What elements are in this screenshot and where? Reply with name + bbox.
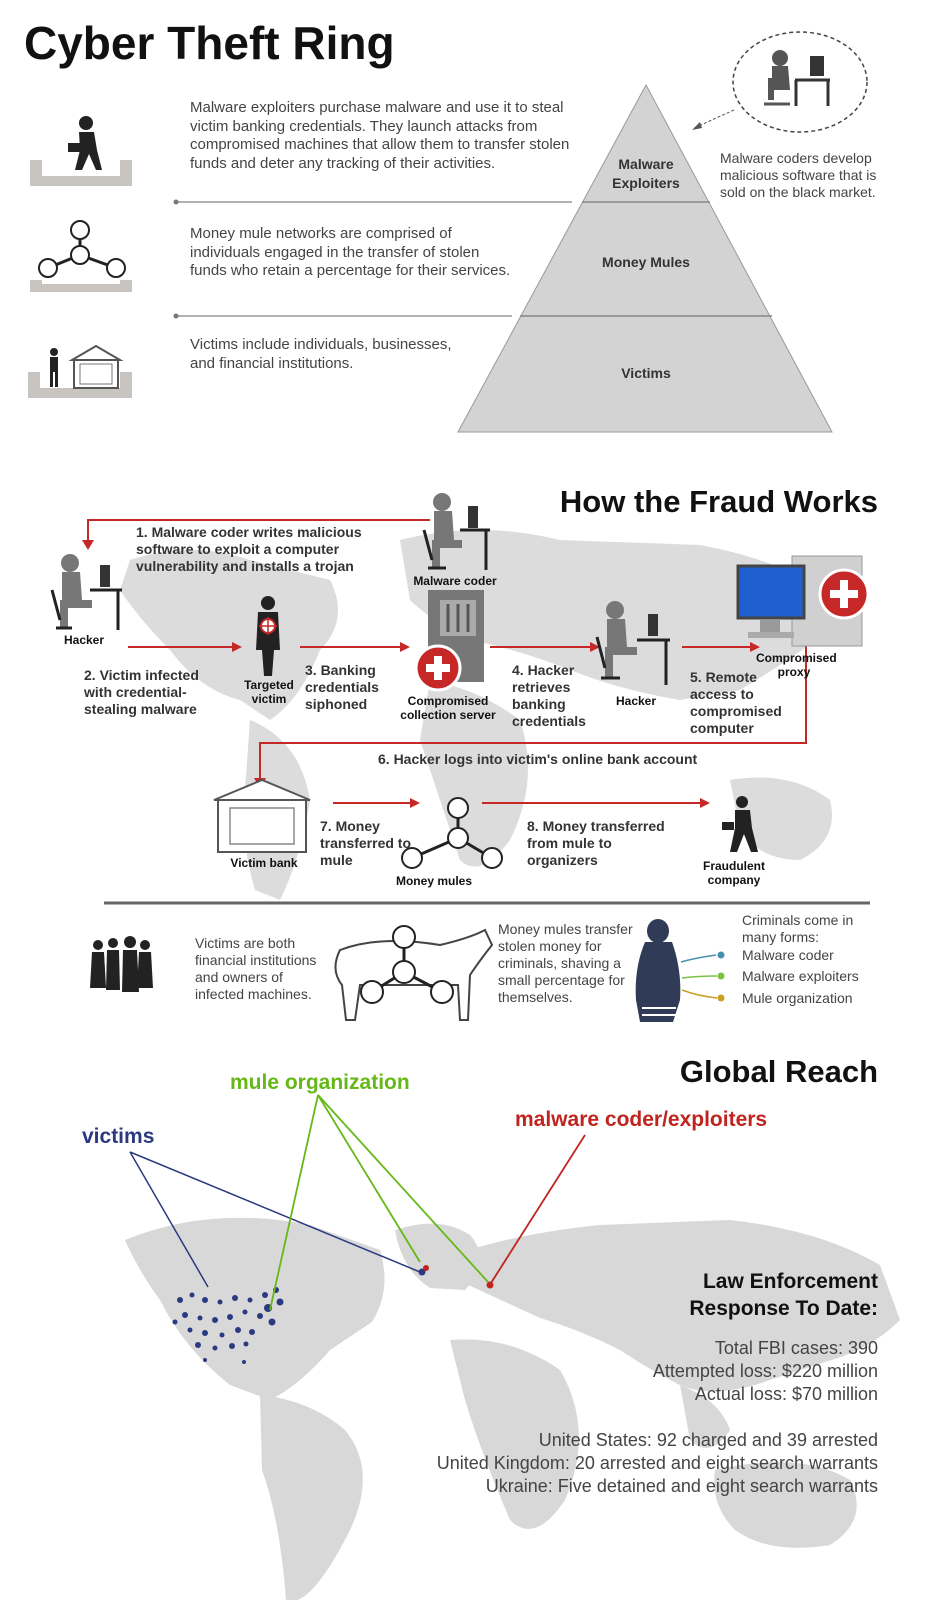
global-section-title: Global Reach	[679, 1054, 878, 1089]
hacker2-icon	[595, 601, 670, 685]
fraud-arrowheads	[82, 540, 760, 808]
step-4-label: 4. Hacker retrieves banking credentials	[512, 662, 586, 729]
step-5-label: 5. Remote access to compromised computer	[690, 669, 782, 736]
malware-coder-caption: Malware coder	[413, 574, 497, 588]
step-7-label: 7. Money transferred to mule	[320, 818, 412, 868]
fraudulent-company-icon	[722, 796, 758, 852]
step-3-label: 3. Banking credentials siphoned	[305, 662, 379, 712]
mules-description: Money mule networks are comprised of ind…	[190, 225, 511, 279]
victim-dots	[172, 1287, 284, 1364]
malware-map-label: malware coder/exploiters	[515, 1108, 768, 1131]
step-8-label: 8. Money transferred from mule to organi…	[527, 818, 665, 868]
page-title: Cyber Theft Ring	[24, 17, 395, 69]
victims-map-label: victims	[82, 1125, 155, 1148]
criminals-intro: Criminals come in many forms:	[742, 912, 854, 945]
criminal-type-malware-exploiters: Malware exploiters	[742, 968, 859, 984]
exploiter-platform-icon	[30, 116, 132, 186]
hacker-icon	[50, 554, 122, 630]
step-2-label: 2. Victim infected with credential-steal…	[84, 667, 199, 717]
victims-description: Victims include individuals, businesses,…	[190, 336, 452, 372]
compromised-proxy-icon	[736, 555, 870, 647]
coder-at-desk-icon	[764, 50, 830, 106]
victims-bank-icon	[28, 344, 132, 398]
collection-server-caption: Compromised collection server	[400, 694, 496, 722]
mule-org-label: mule organization	[230, 1071, 410, 1094]
fraud-section-title: How the Fraud Works	[559, 484, 878, 519]
collection-server-icon	[414, 590, 484, 692]
criminal-figure-icon	[635, 919, 681, 1022]
pyramid-top-label: Malware Exploiters	[612, 156, 680, 191]
money-mules-caption: Money mules	[395, 874, 473, 888]
victim-bank-caption: Victim bank	[230, 856, 298, 870]
step-6-label: 6. Hacker logs into victim's online bank…	[378, 751, 698, 767]
hacker2-caption: Hacker	[615, 694, 657, 708]
law-enforcement-title: Law Enforcement Response To Date:	[689, 1270, 878, 1320]
hacker-caption: Hacker	[63, 633, 105, 647]
donkey-mule-icon	[334, 925, 494, 1021]
targeted-victim-icon	[256, 596, 280, 676]
stat-actual-loss: Actual loss: $70 million	[694, 1384, 878, 1404]
pyramid-middle-label: Money Mules	[602, 254, 690, 270]
world-map-global	[125, 1217, 900, 1600]
arrests-uk: United Kingdom: 20 arrested and eight se…	[436, 1453, 878, 1473]
criminal-type-mule-organization: Mule organization	[742, 990, 853, 1006]
step-1-label: 1. Malware coder writes malicious softwa…	[136, 524, 362, 574]
fraud-arrows	[87, 519, 807, 804]
exploiters-description: Malware exploiters purchase malware and …	[190, 99, 570, 172]
money-mules-icon	[401, 797, 503, 869]
mule-network-icon	[30, 220, 132, 292]
business-people-icon	[90, 936, 153, 992]
mules-forms-text: Money mules transfer stolen money for cr…	[498, 921, 633, 1005]
criminal-connectors	[680, 951, 725, 1002]
malware-coder-icon	[422, 493, 490, 570]
stat-attempted-loss: Attempted loss: $220 million	[652, 1361, 878, 1381]
targeted-victim-caption: Targeted victim	[244, 678, 294, 706]
arrests-us: United States: 92 charged and 39 arreste…	[538, 1430, 878, 1450]
coder-bubble	[732, 31, 868, 133]
arrests-ukraine: Ukraine: Five detained and eight search …	[485, 1476, 878, 1496]
victim-bank-icon	[213, 778, 311, 853]
stat-total-cases: Total FBI cases: 390	[714, 1338, 878, 1358]
pyramid	[457, 83, 833, 433]
pyramid-bottom-label: Victims	[621, 365, 671, 381]
coders-description: Malware coders develop malicious softwar…	[720, 150, 877, 200]
criminal-type-malware-coder: Malware coder	[742, 947, 834, 963]
global-pointer-lines	[129, 1094, 586, 1311]
victims-forms-text: Victims are both financial institutions …	[195, 935, 317, 1002]
proxy-caption: Compromised proxy	[756, 651, 837, 679]
fraudulent-company-caption: Fraudulent company	[703, 859, 765, 887]
